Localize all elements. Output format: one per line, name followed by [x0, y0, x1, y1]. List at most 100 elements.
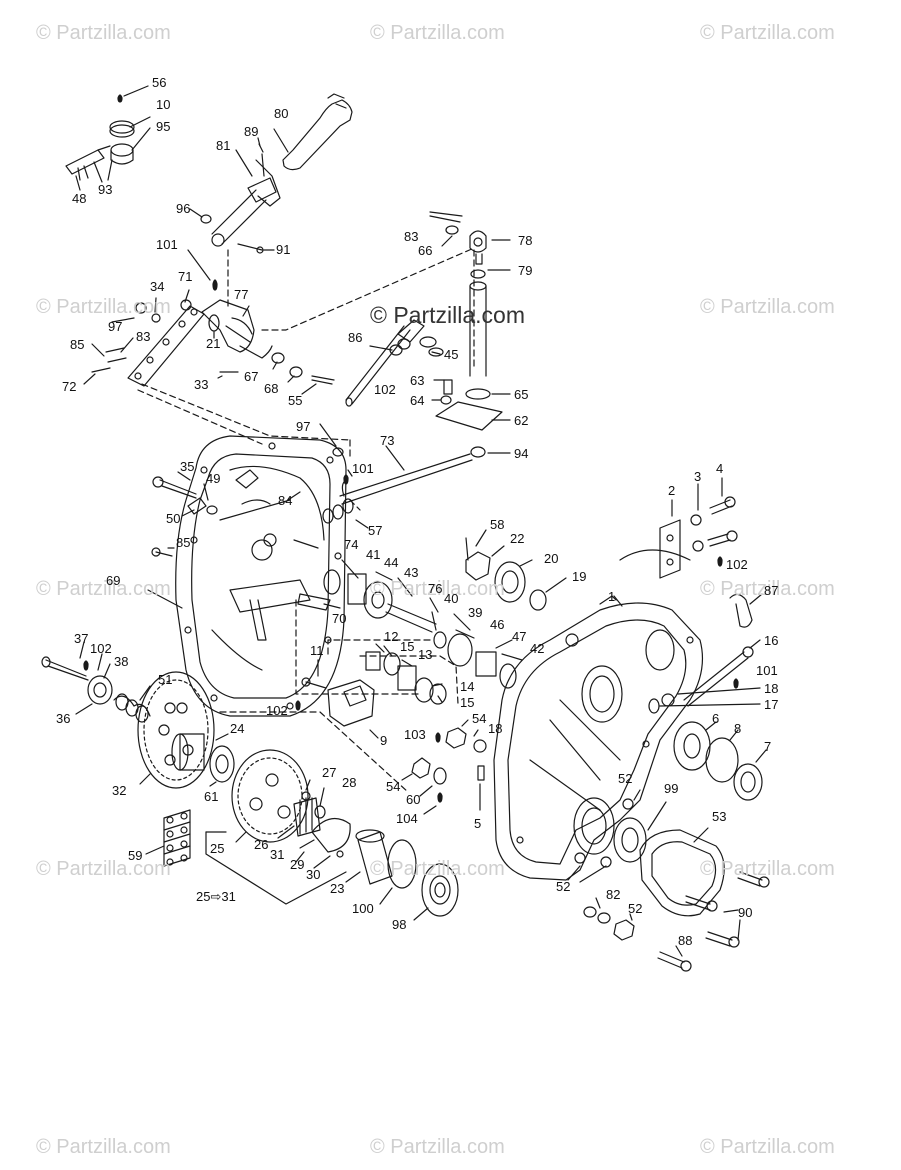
callout-97-top: 97 [108, 319, 123, 334]
callout-39: 39 [468, 605, 483, 620]
callout-97-mid: 97 [296, 419, 311, 434]
callout-67: 67 [244, 369, 259, 384]
driven-gear-cluster [323, 559, 523, 689]
callout-69: 69 [106, 573, 121, 588]
upper-sprocket [465, 529, 567, 611]
watermark-row3-left: © Partzilla.com [36, 578, 171, 600]
callout-25-range: 25⇨31 [196, 889, 236, 904]
callout-6: 6 [712, 711, 720, 726]
callout-98: 98 [392, 917, 407, 932]
callout-43: 43 [404, 565, 419, 580]
callout-9: 9 [380, 733, 388, 748]
callout-100: 100 [352, 901, 374, 916]
callout-35: 35 [180, 459, 195, 474]
callout-46: 46 [490, 617, 505, 632]
callout-77: 77 [234, 287, 249, 302]
watermark-bottom-right: © Partzilla.com [700, 1136, 835, 1158]
callout-62: 62 [514, 413, 529, 428]
output-bearing [345, 829, 459, 921]
callout-102-right: 102 [726, 557, 748, 572]
callout-94: 94 [514, 446, 529, 461]
callout-99: 99 [664, 781, 679, 796]
callout-102-left: 102 [90, 641, 112, 656]
callout-13: 13 [418, 647, 433, 662]
callout-21: 21 [206, 336, 221, 351]
callout-101-right: 101 [756, 663, 778, 678]
callout-18-right: 18 [764, 681, 779, 696]
callout-19: 19 [572, 569, 587, 584]
drive-sprocket [137, 671, 235, 789]
callout-64: 64 [410, 393, 425, 408]
chaincase-cover [147, 423, 347, 717]
callout-87: 87 [764, 583, 779, 598]
lower-sprocket [205, 749, 351, 905]
callout-14: 14 [460, 679, 475, 694]
callout-12: 12 [384, 629, 399, 644]
callout-61: 61 [204, 789, 219, 804]
callout-93: 93 [98, 182, 113, 197]
callout-36: 36 [56, 711, 71, 726]
callout-52-lower: 52 [628, 901, 643, 916]
callout-38: 38 [114, 654, 129, 669]
callout-50: 50 [166, 511, 181, 526]
callout-41: 41 [366, 547, 381, 562]
watermark-bottom-center: © Partzilla.com [370, 1136, 505, 1158]
callout-44: 44 [384, 555, 399, 570]
callout-29: 29 [290, 857, 305, 872]
callout-83-left: 83 [136, 329, 151, 344]
bracket-plate [83, 249, 335, 395]
sensor-assembly [65, 85, 151, 191]
callout-25: 25 [210, 841, 225, 856]
cover-bolts [151, 471, 218, 557]
callout-58: 58 [490, 517, 505, 532]
watermark-row4-center: © Partzilla.com [370, 858, 505, 880]
callout-16: 16 [764, 633, 779, 648]
callout-11: 11 [310, 643, 324, 658]
callout-102-top: 102 [374, 382, 396, 397]
callout-22: 22 [510, 531, 525, 546]
watermark-top-left: © Partzilla.com [36, 22, 171, 44]
callout-88: 88 [678, 933, 693, 948]
callout-48: 48 [72, 191, 87, 206]
callout-27: 27 [322, 765, 337, 780]
watermark-top-right: © Partzilla.com [700, 22, 835, 44]
shift-lever-assembly [189, 93, 353, 254]
watermark-row2-right: © Partzilla.com [700, 296, 835, 318]
linkage-rod [429, 211, 511, 458]
tensioner-assembly [41, 641, 151, 723]
callout-1: 1 [608, 589, 616, 604]
callout-42: 42 [530, 641, 545, 656]
callout-57: 57 [368, 523, 383, 538]
callout-53: 53 [712, 809, 727, 824]
callout-81: 81 [216, 138, 231, 153]
watermark-row4-left: © Partzilla.com [36, 858, 171, 880]
callout-95: 95 [156, 119, 171, 134]
callout-40: 40 [444, 591, 459, 606]
callout-71: 71 [178, 269, 193, 284]
mount-plate [659, 477, 738, 579]
tensioner-bracket [295, 659, 379, 739]
fasteners [401, 719, 487, 815]
callout-31: 31 [270, 847, 285, 862]
callout-89: 89 [244, 124, 259, 139]
callout-63: 63 [410, 373, 425, 388]
assembly-leader-lines [137, 247, 475, 793]
callout-45: 45 [444, 347, 459, 362]
shaft-bearings [673, 721, 767, 801]
pivot-bolt [648, 593, 763, 714]
callout-103: 103 [404, 727, 426, 742]
callout-83-right: 83 [404, 229, 419, 244]
callout-96: 96 [176, 201, 191, 216]
watermark-bottom-left: © Partzilla.com [36, 1136, 171, 1158]
callout-24: 24 [230, 721, 245, 736]
callout-82: 82 [606, 887, 621, 902]
shift-shaft [345, 319, 444, 407]
callout-104: 104 [396, 811, 418, 826]
callout-76: 76 [428, 581, 443, 596]
callout-52-mid: 52 [556, 879, 571, 894]
gearcase-housing [493, 549, 704, 881]
watermark-row3-center: © Partzilla.com [370, 578, 505, 600]
callout-5: 5 [474, 816, 482, 831]
watermark-row2-left: © Partzilla.com [36, 296, 171, 318]
